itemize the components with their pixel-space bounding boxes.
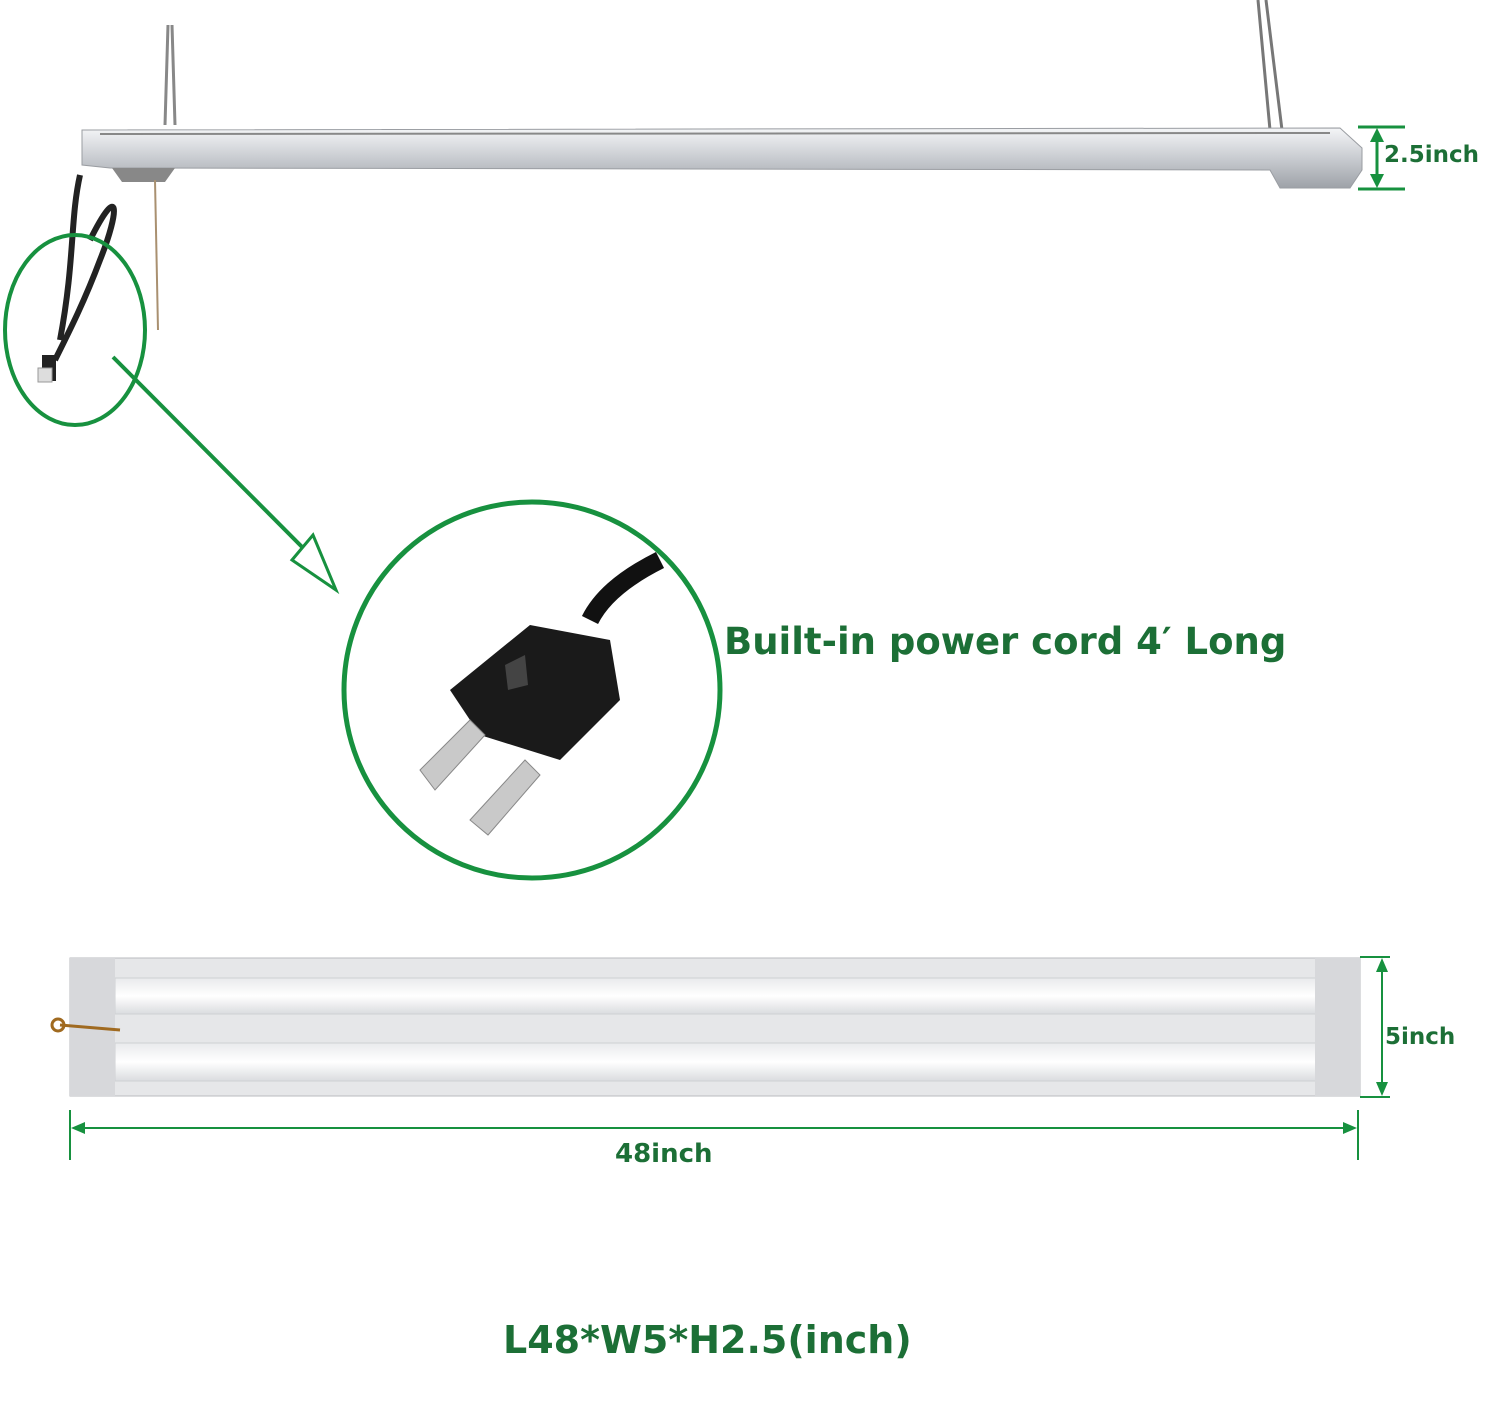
width-dimension-label: 5inch: [1385, 1024, 1456, 1050]
power-cord-caption: Built-in power cord 4′ Long: [724, 620, 1287, 663]
pull-chain: [154, 179, 159, 331]
fixture-top-view: [50, 957, 1361, 1097]
power-cord: [52, 174, 117, 362]
height-dimension-label: 2.5inch: [1384, 142, 1480, 168]
hanging-chain-left: [163, 24, 177, 126]
zoom-arrow: [111, 355, 322, 567]
highlight-circle-small: [3, 233, 147, 427]
plug-closeup: [419, 551, 665, 836]
hanging-chain-right: [1256, 0, 1284, 131]
fixture-side-view: [81, 127, 1363, 189]
length-dimension-label: 48inch: [615, 1139, 713, 1169]
dimension-width: [1360, 956, 1390, 1098]
overall-dimensions-caption: L48*W5*H2.5(inch): [503, 1318, 912, 1362]
dimension-length: [69, 1110, 1359, 1160]
